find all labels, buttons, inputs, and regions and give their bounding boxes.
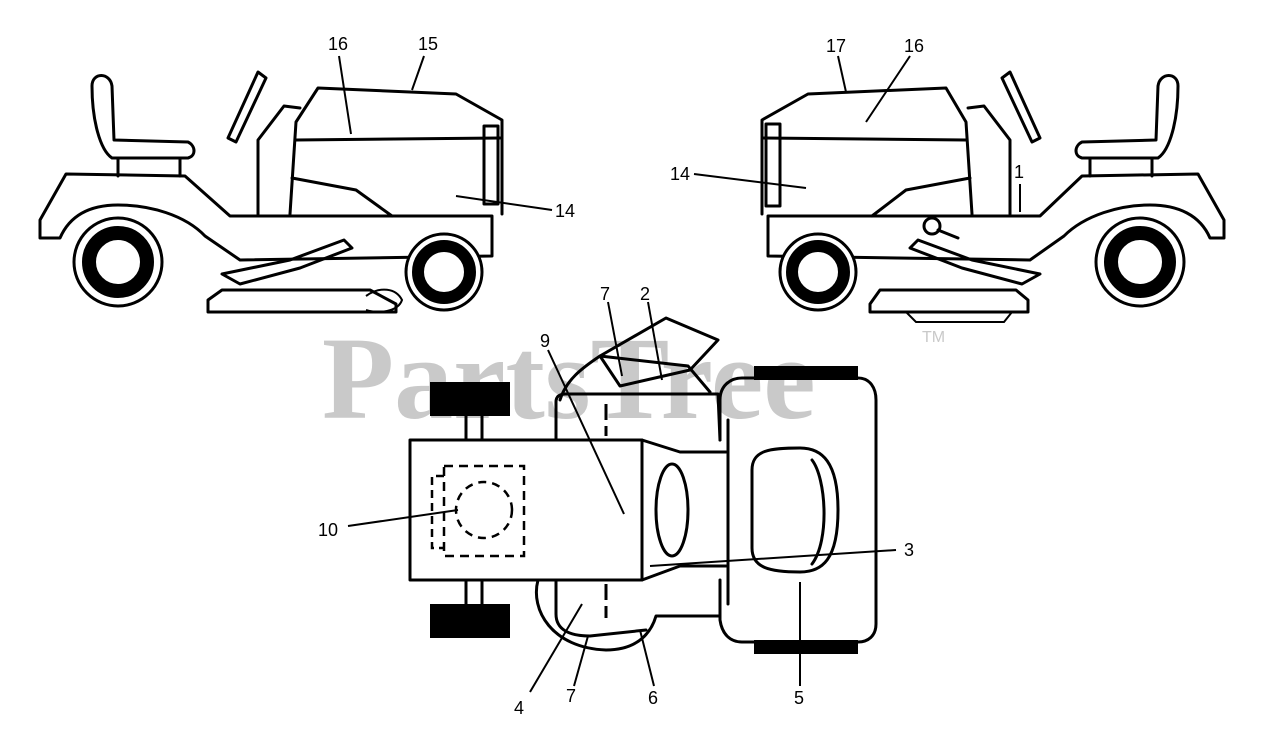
front-tire <box>412 240 476 304</box>
callout-16-right: 16 <box>904 36 924 56</box>
leader-16-right <box>865 55 911 123</box>
callout-9-top: 9 <box>540 331 550 351</box>
steering-wheel <box>226 70 268 144</box>
front-tire-top-right <box>430 604 510 638</box>
deck-chute <box>365 288 404 313</box>
rear-body-right <box>766 172 1226 262</box>
hood-side-panel-right <box>870 176 972 218</box>
steering-column-right <box>966 104 1012 216</box>
engine-outline <box>442 464 526 558</box>
leader-9-top <box>547 349 625 515</box>
leader-15-left <box>411 55 425 91</box>
grille <box>482 124 500 206</box>
leader-17-right <box>837 55 847 93</box>
leader-14-right <box>693 173 807 189</box>
discharge-chute <box>598 316 720 388</box>
callout-14-left: 14 <box>555 201 575 221</box>
leader-4-top <box>529 603 583 693</box>
steering-wheel-top-view <box>654 462 690 558</box>
dash-top-view <box>640 438 728 582</box>
mower-deck <box>206 288 398 314</box>
tractor-top-view: 7 2 9 10 3 4 7 6 5 <box>318 284 914 718</box>
leader-6-top <box>639 629 655 687</box>
hood-side-panel <box>290 176 394 218</box>
deck-outline-top <box>554 392 722 442</box>
seat <box>90 74 196 160</box>
hood-crease-right <box>762 136 968 142</box>
front-tire-top-left <box>430 382 510 416</box>
leader-14-left <box>455 195 553 211</box>
rear-tire <box>82 226 154 298</box>
lift-lever-knob <box>922 216 942 236</box>
engine-circle <box>454 480 514 540</box>
deck-lower-inner <box>554 578 648 638</box>
leader-7-top <box>607 301 623 377</box>
watermark-trademark: TM <box>922 329 945 346</box>
hood-crease <box>294 136 502 142</box>
callout-15-left: 15 <box>418 34 438 54</box>
grille-right <box>764 122 782 208</box>
leader-16-left <box>338 55 352 135</box>
deck-lower-top <box>535 578 722 652</box>
deck-discharge-right <box>903 311 1015 323</box>
steering-wheel-right <box>1000 70 1042 144</box>
hood <box>288 86 504 216</box>
footrest-pedal <box>220 238 354 286</box>
callout-16-left: 16 <box>328 34 348 54</box>
footrest-pedal-right <box>908 238 1042 286</box>
seat-post <box>116 156 182 178</box>
mower-deck-right <box>868 288 1030 314</box>
lift-lever <box>936 228 960 240</box>
callout-10-top: 10 <box>318 520 338 540</box>
rear-body-top <box>718 376 878 644</box>
leader-2-top <box>647 301 663 381</box>
callout-14-right: 14 <box>670 164 690 184</box>
seat-back-top-view <box>810 458 826 566</box>
steering-column <box>256 104 302 216</box>
callout-3-top: 3 <box>904 540 914 560</box>
callout-6-top: 6 <box>648 688 658 708</box>
rear-tire-right <box>1104 226 1176 298</box>
callout-2-top: 2 <box>640 284 650 304</box>
callout-7-top: 7 <box>600 284 610 304</box>
leader-3-top <box>649 549 897 567</box>
front-tire-right <box>786 240 850 304</box>
engine-outline-side <box>430 474 444 550</box>
seat-right <box>1074 74 1180 160</box>
seat-post-right <box>1088 156 1154 178</box>
tractor-left-side-view: 16 15 14 <box>38 34 575 314</box>
callout-7-bottom: 7 <box>566 686 576 706</box>
leader-7-bottom <box>573 635 589 687</box>
leader-10-top <box>347 509 459 527</box>
callout-5-top: 5 <box>794 688 804 708</box>
hood-top-view <box>408 438 644 582</box>
callout-17-right: 17 <box>826 36 846 56</box>
callout-4-top: 4 <box>514 698 524 718</box>
seat-top-view <box>750 446 840 574</box>
tractor-right-side-view: 17 16 14 1 <box>670 36 1226 323</box>
hood-right <box>760 86 974 216</box>
front-axle <box>464 414 484 606</box>
callout-1-right: 1 <box>1014 162 1024 182</box>
